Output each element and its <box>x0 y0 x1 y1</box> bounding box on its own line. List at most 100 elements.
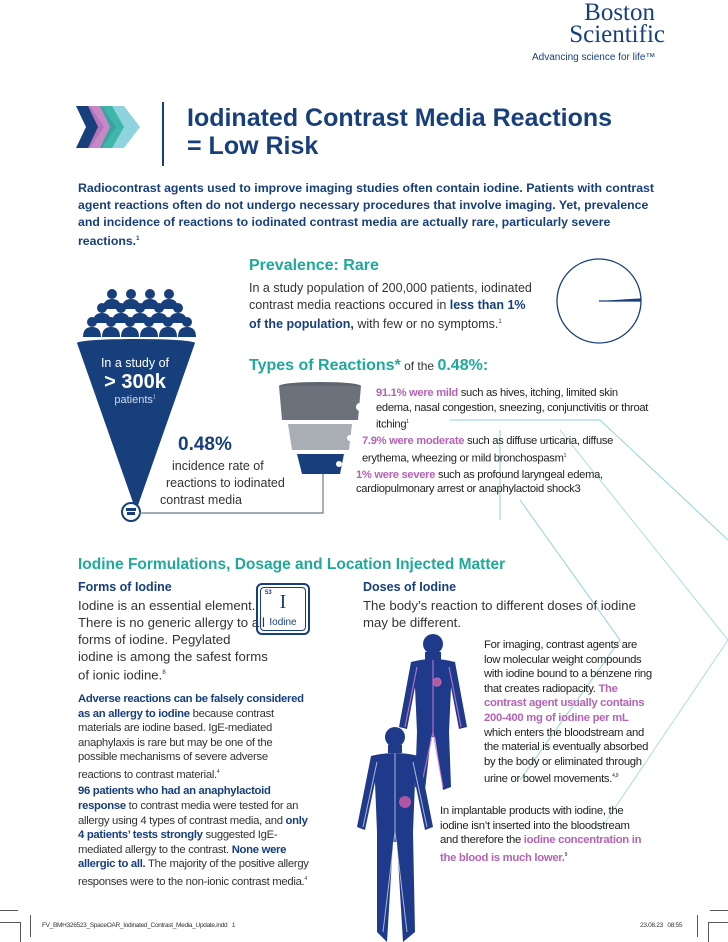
types-heading: Types of Reactions* of the 0.48%: <box>249 357 488 375</box>
person-icon <box>182 317 192 327</box>
ref: 8 <box>162 670 166 676</box>
footer-date: 23.08.23 08:55 <box>640 922 683 929</box>
logo-line1: Boston <box>584 0 655 26</box>
person-icon <box>164 289 174 299</box>
adverse-paragraph: Adverse reactions can be falsely conside… <box>78 692 313 782</box>
bold: Adverse reactions can be falsely conside… <box>78 693 304 720</box>
title-divider <box>162 102 164 166</box>
funnel-line1: In a study of <box>100 356 170 370</box>
text: For imaging, contrast agents are low mol… <box>484 639 652 695</box>
reaction-text: such as profound laryngeal edema, cardio… <box>356 468 603 496</box>
iodine-element-icon: 53 I Iodine <box>256 583 310 635</box>
person-icon <box>102 327 120 337</box>
prevalence-heading: Prevalence: Rare <box>249 257 379 274</box>
person-icon <box>135 303 145 313</box>
page-title: Iodinated Contrast Media Reactions = Low… <box>187 104 612 160</box>
reaction-hl: 7.9% were moderate <box>362 435 465 448</box>
funnel-line3: patients <box>114 394 153 406</box>
allergy-paragraphs: Adverse reactions can be falsely conside… <box>78 692 313 889</box>
types-pct: 0.48%: <box>437 357 489 374</box>
crop-mark <box>697 915 698 937</box>
reactions-funnel-graphic <box>279 382 364 474</box>
intro-paragraph: Radiocontrast agents used to improve ima… <box>78 180 658 250</box>
chevrons-icon <box>76 106 140 148</box>
ref: 4,9 <box>612 773 619 780</box>
text: suggested IgE-mediated allergy to the co… <box>78 829 278 856</box>
person-icon <box>116 303 126 313</box>
pie-slice <box>599 298 641 301</box>
prevalence-text: In a study population of 200,000 patient… <box>249 280 534 333</box>
forms-heading: Forms of Iodine <box>78 580 172 594</box>
person-icon <box>121 327 139 337</box>
body-figure-2 <box>357 727 433 942</box>
text: In implantable products with iodine, the… <box>440 805 630 847</box>
funnel-label: In a study of > 300k patients1 <box>80 356 190 406</box>
person-icon <box>126 289 136 299</box>
ref: 1 <box>406 419 409 425</box>
person-icon <box>106 317 116 327</box>
person-icon <box>154 303 164 313</box>
prevalence-pie-chart <box>556 258 642 344</box>
person-icon <box>83 327 101 337</box>
bold: only 4 patients’ tests strongly <box>78 814 308 842</box>
element-number: 53 <box>265 590 272 596</box>
text: which enters the bloodstream and the mat… <box>484 726 649 786</box>
incidence-desc: incidence rate of reactions to iodinated… <box>160 458 300 509</box>
reaction-item-mild: 91.1% were mild such as hives, itching, … <box>356 386 656 432</box>
patients-funnel-graphic <box>77 289 196 522</box>
reaction-types-list: 91.1% were mild such as hives, itching, … <box>356 386 656 497</box>
prevalence-text-b: with few or no symptoms. <box>353 317 499 332</box>
crop-mark <box>708 922 728 923</box>
person-icon <box>173 303 183 313</box>
ref: 1 <box>498 319 502 325</box>
ref: 1 <box>152 394 156 401</box>
prevalence-text-a: In a study population of 200,000 patient… <box>249 281 532 312</box>
ref: 1 <box>136 236 140 242</box>
highlight: The contrast agent usually contains 200-… <box>484 682 645 724</box>
person-icon <box>178 327 196 337</box>
crop-mark <box>0 910 18 911</box>
reaction-text: such as diffuse urticaria, diffuse eryth… <box>362 435 614 465</box>
logo-line2: Scientific <box>569 21 665 48</box>
ref: 4 <box>304 875 307 882</box>
incidence-percent: 0.48% <box>178 434 232 455</box>
human-body-figures <box>357 634 467 942</box>
ref: 1 <box>563 452 567 459</box>
person-icon <box>144 317 154 327</box>
person-icon <box>145 289 155 299</box>
title-line1: Iodinated Contrast Media Reactions <box>187 104 613 132</box>
reaction-hl: 91.1% were mild <box>376 387 458 399</box>
text: because contrast materials are iodine ba… <box>78 707 274 781</box>
doses-text: The body’s reaction to different doses o… <box>363 598 636 630</box>
types-of-the: of the <box>400 359 438 373</box>
forms-text: Iodine is an essential element. There is… <box>78 597 268 683</box>
crop-mark <box>30 915 31 937</box>
reaction-hl: 1% were severe <box>356 468 436 481</box>
ref: 9 <box>564 851 568 858</box>
ref: 4 <box>216 768 220 775</box>
types-title: Types of Reactions* <box>249 357 401 374</box>
footer-filename: FV_BMH326523_SpaceOAR_Iodinated_Contrast… <box>42 922 236 929</box>
person-icon <box>125 317 135 327</box>
bold: None were allergic to all. <box>78 843 287 871</box>
imaging-paragraph: For imaging, contrast agents are low mol… <box>484 638 652 787</box>
person-icon <box>163 317 173 327</box>
funnel-line2: > 300k <box>104 371 166 393</box>
title-line2: = Low Risk <box>187 132 319 160</box>
bold: 96 patients who had an anaphylactoid res… <box>78 785 271 812</box>
reaction-text: such as hives, itching, limited skin ede… <box>376 387 649 431</box>
boston-scientific-logo: Boston Scientific <box>540 0 665 48</box>
desc-line: incidence rate of <box>172 459 264 473</box>
person-icon <box>140 327 158 337</box>
person-icon <box>107 289 117 299</box>
reaction-item-moderate: 7.9% were moderate such as diffuse urtic… <box>356 434 656 466</box>
desc-line: reactions to iodinated <box>166 476 285 490</box>
section2-heading: Iodine Formulations, Dosage and Location… <box>78 556 506 573</box>
forms-body: Iodine is an essential element. There is… <box>78 598 268 683</box>
element-name: Iodine <box>269 617 297 628</box>
patients-paragraph: 96 patients who had an anaphylactoid res… <box>78 784 313 889</box>
crop-mark <box>0 922 20 923</box>
highlight: iodine concentration in the blood is muc… <box>440 834 642 864</box>
